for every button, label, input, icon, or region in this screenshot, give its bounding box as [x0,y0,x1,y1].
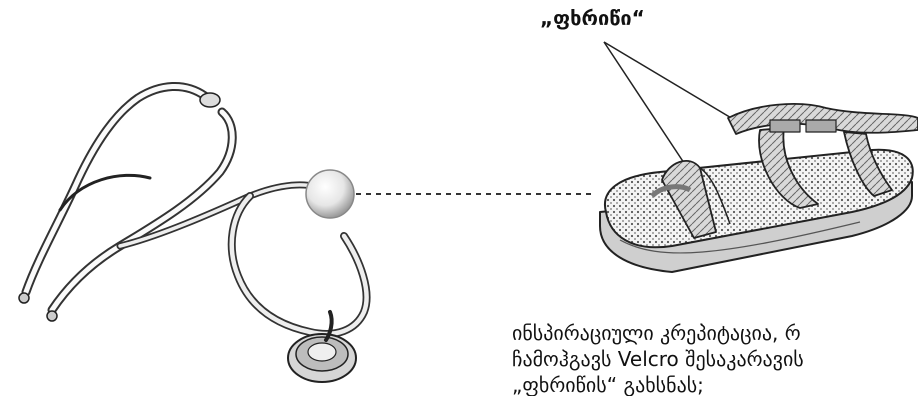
caption-line-2: ჩამოჰგავს Velcro შესაკარავის [512,347,804,371]
caption-text: ინსპირაციული კრეპიტაცია, რ ჩამოჰგავს Vel… [512,320,918,396]
velcro-label: „ფხრიწი“ [540,6,645,30]
sandal-with-velcro-straps [599,103,918,273]
stethoscope-illustration [18,81,371,383]
caption-line-3: „ფხრიწის“ გახსნას; [512,373,704,396]
label-pointer-lines [603,41,739,173]
highlight-marker [305,169,355,219]
caption-line-1: ინსპირაციული კრეპიტაცია, რ [512,321,801,345]
